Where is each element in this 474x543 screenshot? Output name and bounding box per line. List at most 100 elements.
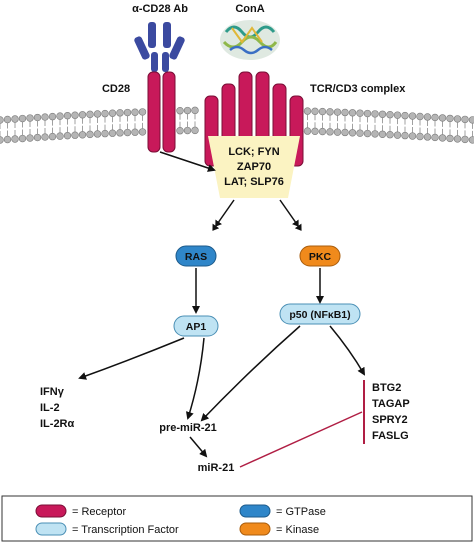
lipid-head-icon (0, 116, 4, 124)
lipid-head-icon (191, 106, 199, 115)
lipid-head-icon (461, 135, 469, 144)
lipid-head-icon (26, 114, 34, 122)
ap1-to-cytokines-arrow (78, 337, 185, 380)
lipid-head-icon (438, 134, 447, 142)
lipid-head-icon (363, 129, 372, 138)
legend-kinase: = Kinase (276, 524, 319, 536)
lipid-head-icon (176, 107, 184, 115)
cd28-receptor (147, 71, 176, 153)
lipid-head-icon (371, 130, 379, 138)
lipid-head-icon (468, 116, 474, 124)
lipid-head-icon (453, 115, 462, 123)
lipid-head-icon (116, 109, 124, 117)
lipid-head-icon (468, 136, 474, 144)
lipid-head-icon (93, 110, 102, 118)
lipid-head-icon (41, 133, 49, 141)
lipid-head-icon (461, 115, 469, 124)
lipid-head-icon (78, 111, 87, 119)
kinase-complex: LCK; FYN ZAP70 LAT; SLP76 (208, 136, 300, 198)
lipid-head-icon (453, 135, 462, 143)
ap1-label: AP1 (186, 321, 207, 333)
lipid-head-icon (446, 114, 454, 123)
lipid-head-icon (11, 135, 19, 143)
lipid-head-icon (78, 131, 87, 139)
lipid-head-icon (183, 106, 192, 115)
lipid-head-icon (386, 131, 394, 139)
receptor-swatch-icon (35, 504, 67, 518)
lipid-head-icon (371, 110, 379, 118)
lipid-head-icon (416, 112, 424, 121)
lipid-head-icon (93, 130, 102, 138)
legend-gtpase: = GTPase (276, 506, 326, 518)
lipid-head-icon (108, 109, 117, 117)
lipid-head-icon (318, 127, 327, 136)
lipid-head-icon (48, 112, 57, 121)
p50-label: p50 (NFκB1) (289, 309, 350, 321)
lipid-head-icon (393, 131, 402, 139)
lipid-head-icon (326, 128, 334, 136)
lipid-head-icon (378, 130, 387, 139)
lipid-head-icon (348, 109, 357, 117)
lipid-head-icon (393, 111, 402, 119)
lipid-head-icon (363, 109, 372, 118)
lipid-head-icon (333, 128, 342, 136)
lipid-head-icon (41, 113, 49, 121)
p50-nfkb1-node: p50 (NFκB1) (279, 303, 361, 325)
cd28-to-complex-arrow (159, 151, 216, 172)
kinase-complex-line-1: LCK; FYN (228, 146, 279, 158)
lipid-head-icon (131, 128, 139, 136)
kinase-complex-line-2: ZAP70 (237, 161, 271, 173)
lipid-head-icon (431, 133, 439, 142)
complex-to-pkc-arrow (279, 199, 302, 231)
lipid-head-icon (311, 127, 319, 136)
tcr-cd3-label: TCR/CD3 complex (310, 83, 406, 95)
lipid-head-icon (423, 113, 432, 121)
lipid-head-icon (86, 110, 94, 119)
lipid-head-icon (18, 114, 27, 123)
anti-cd28-antibody-icon (134, 22, 185, 72)
ap1-node: AP1 (173, 315, 219, 337)
lipid-head-icon (11, 115, 19, 123)
lipid-head-icon (108, 129, 117, 137)
transcription-factor-swatch-icon (35, 522, 67, 536)
lipid-head-icon (71, 131, 79, 139)
lipid-head-icon (101, 109, 109, 118)
lipid-head-icon (138, 128, 147, 136)
cytokine-ifng: IFNγ (40, 386, 65, 398)
lipid-head-icon (123, 128, 132, 137)
complex-to-ras-arrow (212, 199, 235, 231)
legend: = Receptor = GTPase = Transcription Fact… (1, 495, 473, 542)
p50-to-targets-arrow (329, 325, 366, 376)
lipid-head-icon (356, 129, 364, 137)
p50-to-pre-mir21-arrow (200, 325, 301, 422)
kinase-swatch-icon (239, 522, 271, 536)
lipid-head-icon (71, 111, 79, 119)
lipid-head-icon (101, 129, 109, 138)
ras-label: RAS (185, 251, 207, 263)
gtpase-swatch-icon (239, 504, 271, 518)
lipid-head-icon (431, 113, 439, 122)
lipid-head-icon (311, 107, 319, 116)
target-btg2: BTG2 (372, 382, 401, 394)
lipid-head-icon (48, 132, 57, 141)
lipid-head-icon (408, 132, 417, 140)
lipid-head-icon (303, 107, 312, 115)
pre-mir21-to-mir21-arrow (189, 436, 208, 458)
lipid-head-icon (341, 128, 349, 137)
lipid-head-icon (303, 127, 312, 135)
cytokine-il2: IL-2 (40, 402, 60, 414)
mir21-label: miR-21 (198, 462, 235, 474)
lipid-head-icon (3, 115, 12, 124)
lipid-head-icon (318, 107, 327, 116)
ras-node: RAS (175, 245, 217, 267)
lipid-head-icon (348, 129, 357, 137)
cell-membrane (0, 106, 474, 144)
lipid-head-icon (63, 131, 72, 140)
lipid-head-icon (3, 135, 12, 144)
lipid-head-icon (0, 136, 4, 144)
cona-label: ConA (235, 3, 264, 15)
target-faslg: FASLG (372, 430, 409, 442)
lipid-head-icon (333, 108, 342, 116)
lipid-head-icon (86, 130, 94, 139)
